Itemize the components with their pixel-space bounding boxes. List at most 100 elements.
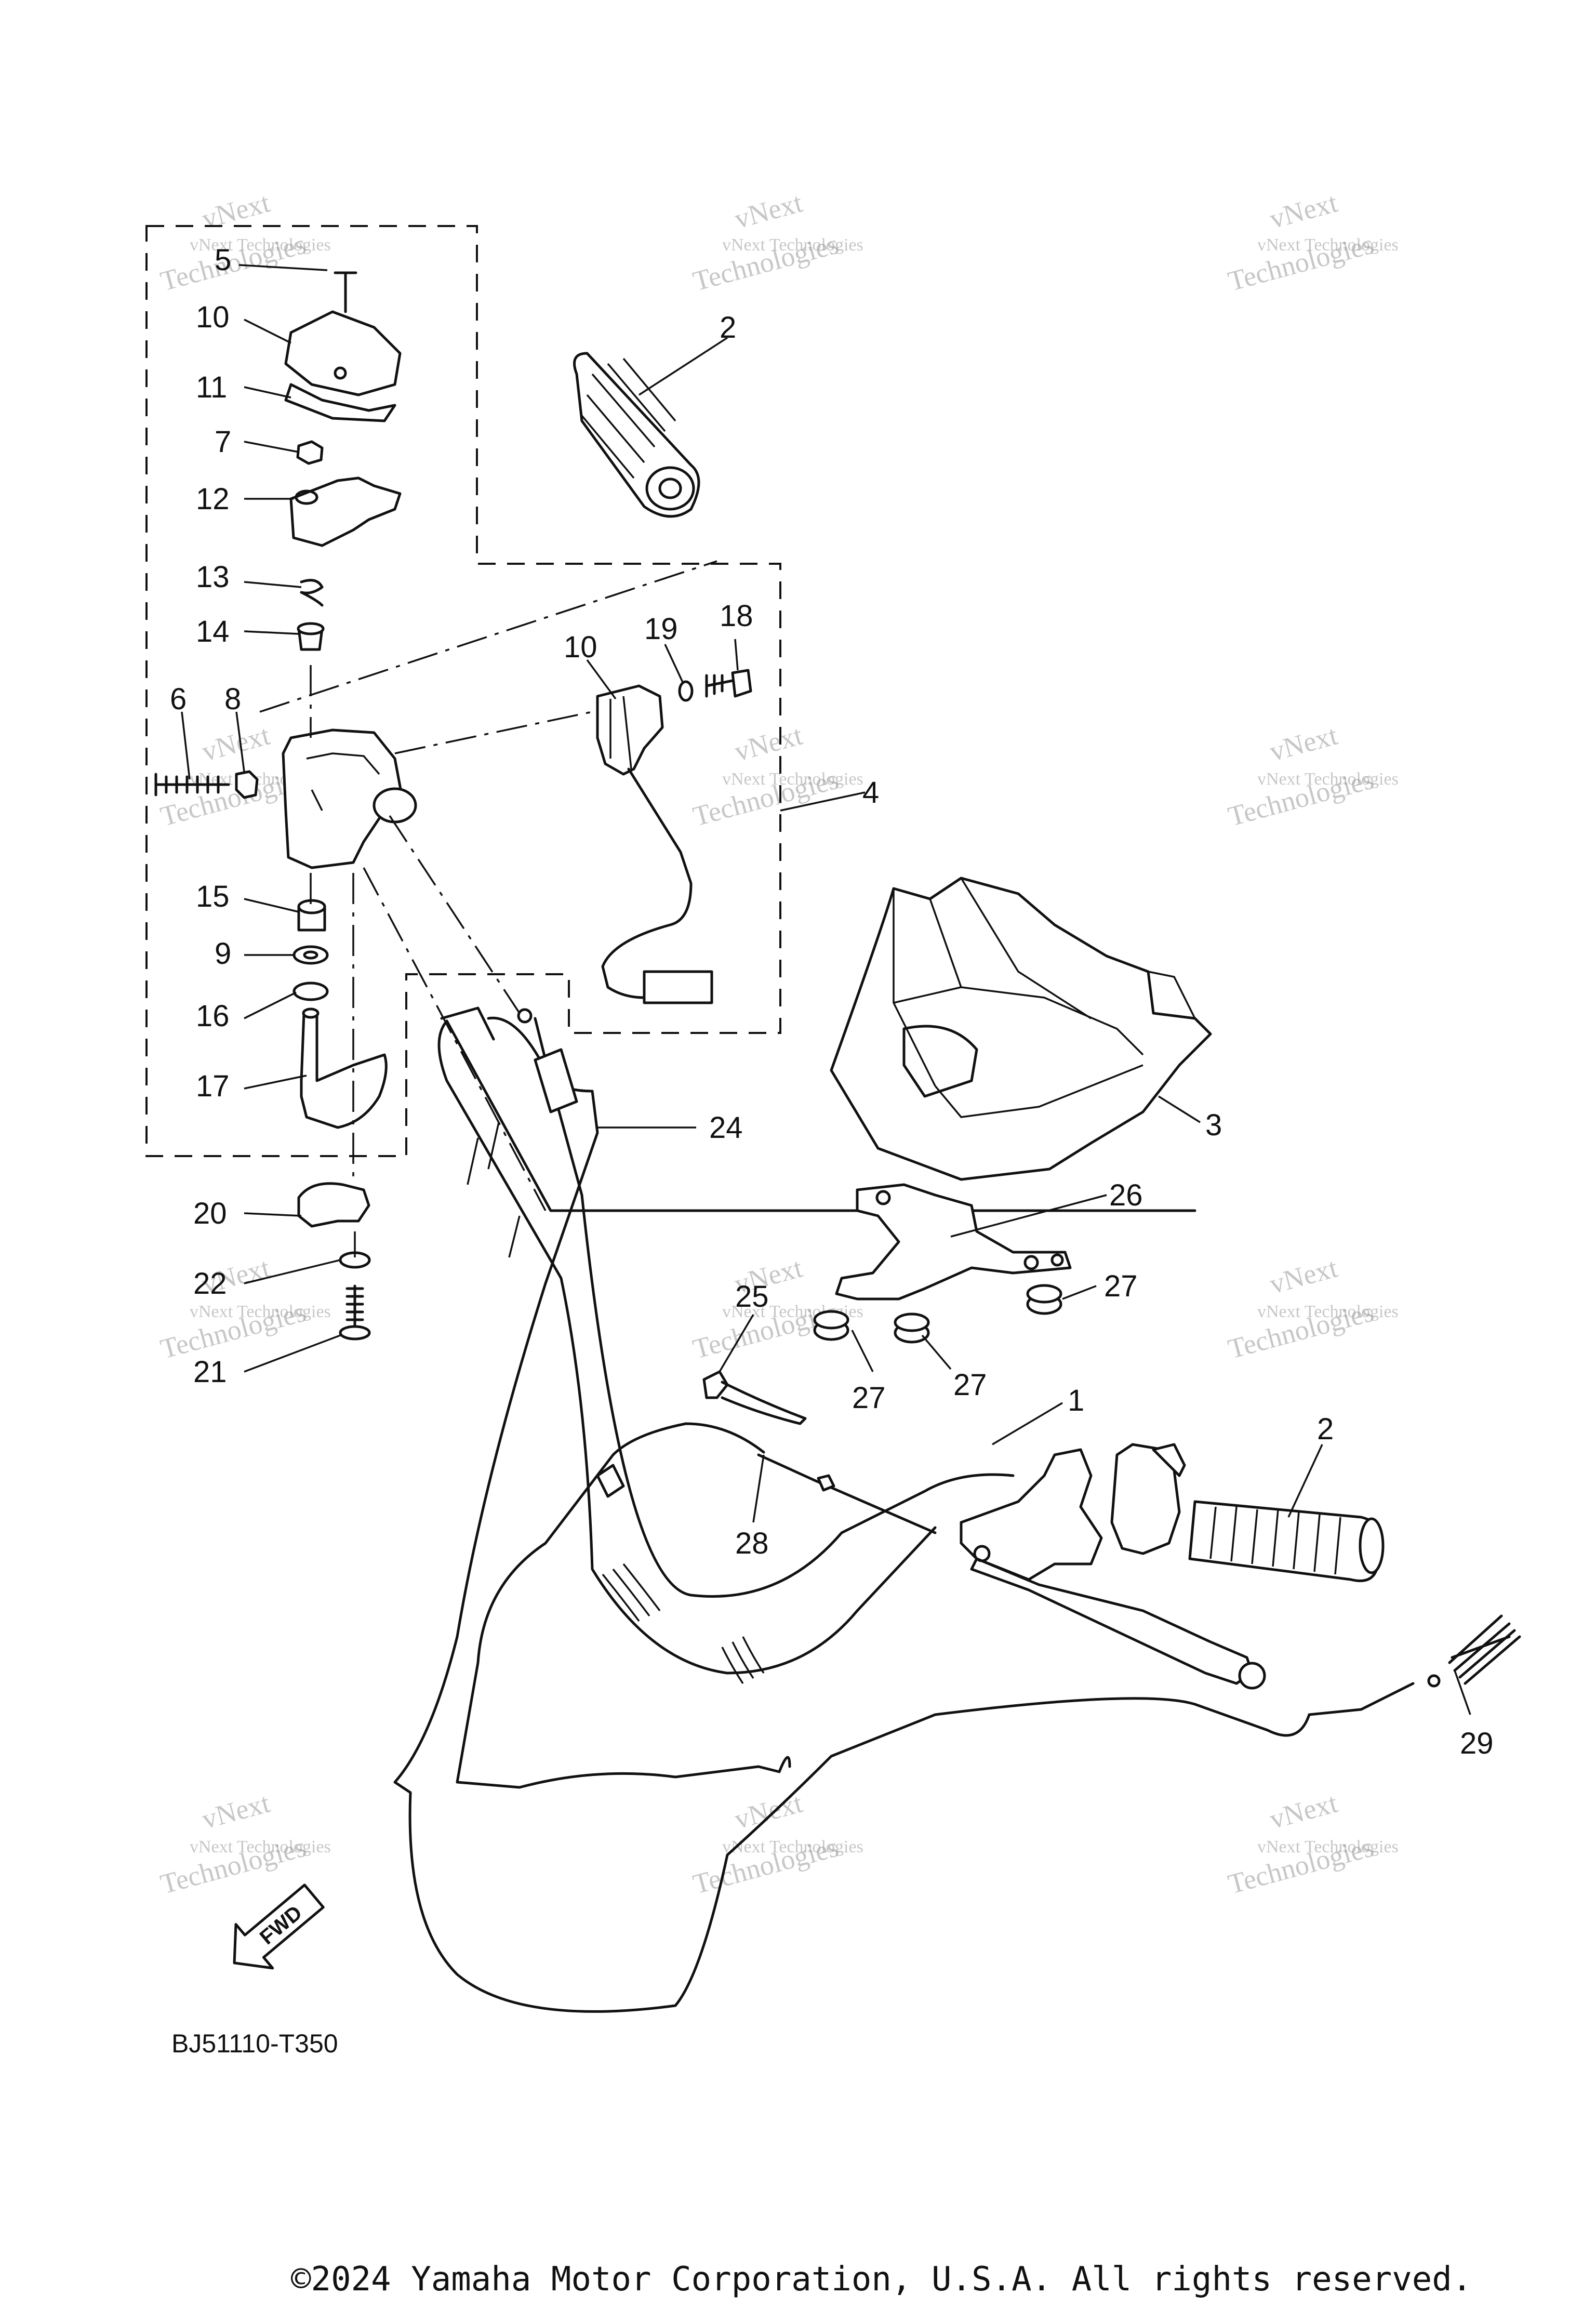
throttle-cable-end (517, 1008, 533, 1024)
callout-21[interactable]: 20 (193, 1197, 227, 1230)
screw-19-head (731, 669, 752, 698)
watermark-9: vNext vNext Technologies Technologies (1225, 1252, 1399, 1364)
leader-23 (244, 1259, 341, 1284)
callout-24[interactable]: 24 (709, 1111, 743, 1145)
callout-11[interactable]: 10 (196, 300, 230, 334)
switch-assembly (259, 560, 752, 1211)
leader-26 (950, 1194, 1107, 1238)
leader-11 (244, 319, 291, 344)
callout-17[interactable]: 16 (196, 999, 230, 1033)
callout-18[interactable]: 17 (196, 1069, 230, 1103)
clip-25 (702, 1370, 807, 1425)
callout-29[interactable]: 29 (1460, 1727, 1494, 1760)
switch-10 (596, 684, 664, 776)
grommet-27-a (1026, 1284, 1062, 1315)
svg-text:vNext: vNext (732, 1787, 806, 1835)
callout-25[interactable]: 25 (735, 1280, 769, 1314)
svg-text:vNext Technologies: vNext Technologies (1257, 1302, 1399, 1321)
watermark-6: vNext vNext Technologies Technologies (1225, 719, 1399, 832)
handlebar-outer (445, 1019, 1196, 1212)
callout-16[interactable]: 15 (196, 880, 230, 913)
callout-27-right[interactable]: 27 (1104, 1269, 1138, 1303)
leader-27-right (1062, 1285, 1097, 1300)
fwd-arrow-shape (233, 1883, 325, 1970)
grip-upper-ribs (581, 357, 676, 479)
handlebar-clamp-ring-1 (602, 1563, 661, 1622)
watermark-10: vNext vNext Technologies Technologies (157, 1787, 331, 1900)
gasket-12 (284, 383, 396, 422)
throttle-axis (310, 665, 356, 1257)
callout-26[interactable]: 26 (1109, 1178, 1143, 1212)
leader-4 (780, 791, 866, 812)
plate-13 (289, 476, 402, 547)
clip-25-strap (721, 1381, 807, 1425)
callout-2-bottom[interactable]: 2 (1317, 1412, 1334, 1446)
callout-27-left[interactable]: 27 (953, 1368, 987, 1402)
leader-1 (992, 1402, 1063, 1445)
callout-10[interactable]: 10 (564, 630, 597, 664)
screw-19 (705, 674, 734, 698)
callout-20[interactable]: 19 (644, 612, 678, 646)
callout-27-mid[interactable]: 27 (852, 1381, 886, 1415)
throttle-cable-line (393, 1017, 1415, 2013)
svg-text:vNext: vNext (199, 187, 273, 234)
callout-1[interactable]: 1 (1068, 1384, 1084, 1417)
leader-6 (181, 711, 191, 780)
leader-25 (719, 1314, 754, 1372)
grip-upper-end (645, 466, 695, 511)
bracket-26-hole-3 (1050, 1253, 1064, 1267)
switch-10-detail (609, 696, 632, 770)
svg-text:vNext Technologies: vNext Technologies (722, 1837, 863, 1856)
leader-28 (752, 1454, 765, 1523)
copyright-notice: ©2024 Yamaha Motor Corporation, U.S.A. A… (291, 2260, 1472, 2299)
callout-13[interactable]: 12 (196, 482, 230, 516)
svg-text:vNext Technologies: vNext Technologies (190, 235, 331, 255)
svg-text:vNext: vNext (1267, 1787, 1341, 1835)
cable-end-28 (757, 1453, 937, 1534)
grip-lower-body (1188, 1500, 1381, 1582)
callout-28[interactable]: 28 (735, 1527, 769, 1560)
leader-15 (244, 630, 299, 635)
callout-7[interactable]: 7 (215, 425, 231, 459)
callout-14[interactable]: 13 (196, 560, 230, 594)
bolt-22 (345, 1284, 364, 1332)
svg-text:vNext Technologies: vNext Technologies (1257, 770, 1399, 789)
callout-22[interactable]: 21 (193, 1355, 227, 1389)
assembly-boundaries (145, 225, 781, 1157)
svg-text:vNext Technologies: vNext Technologies (190, 1302, 331, 1321)
callouts: 5 10 11 7 12 13 14 6 8 15 9 16 17 20 22 … (170, 243, 1494, 1760)
cover-3-facets (893, 878, 1196, 1118)
leader-29 (1454, 1670, 1471, 1715)
callout-5[interactable]: 5 (215, 243, 231, 277)
throttle-assembly-boundary (145, 225, 781, 1157)
watermark-8: vNext vNext Technologies Technologies (690, 1252, 863, 1364)
callout-12[interactable]: 11 (196, 370, 227, 404)
housing-cable-port (373, 787, 417, 824)
callout-8[interactable]: 8 (224, 682, 241, 716)
callout-3[interactable]: 3 (1205, 1108, 1222, 1142)
cover-11-hole (334, 366, 347, 380)
leader-22 (244, 1334, 341, 1373)
washer-9 (292, 945, 329, 965)
leader-5 (238, 264, 328, 271)
callout-4[interactable]: 4 (862, 776, 879, 810)
clutch-pivot (973, 1545, 991, 1562)
watermark-3: vNext vNext Technologies Technologies (1225, 187, 1399, 297)
svg-text:vNext Technologies: vNext Technologies (190, 1837, 331, 1856)
svg-text:vNext: vNext (1267, 1252, 1341, 1299)
svg-text:vNext: vNext (1267, 187, 1341, 234)
callout-15[interactable]: 14 (196, 615, 230, 648)
svg-text:vNext Technologies: vNext Technologies (722, 235, 863, 255)
leader-27-left (921, 1334, 952, 1370)
callout-9[interactable]: 9 (215, 937, 231, 971)
svg-text:vNext: vNext (199, 719, 273, 767)
callout-23[interactable]: 22 (193, 1267, 227, 1301)
callout-6[interactable]: 6 (170, 682, 187, 716)
callout-2-top[interactable]: 2 (720, 311, 736, 344)
leader-20 (664, 644, 684, 684)
svg-text:vNext: vNext (732, 187, 806, 234)
grip-lower (1188, 1500, 1385, 1582)
headlight-cover (830, 877, 1212, 1181)
watermark-2: vNext vNext Technologies Technologies (690, 187, 863, 297)
callout-19[interactable]: 18 (720, 599, 753, 633)
